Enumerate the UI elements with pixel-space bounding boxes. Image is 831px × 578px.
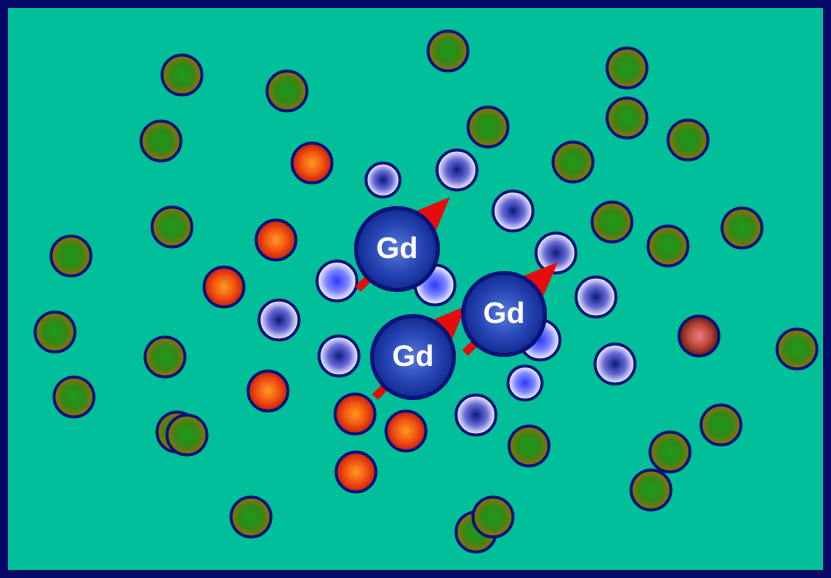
green-ion bbox=[648, 430, 692, 474]
pink-ion bbox=[677, 314, 721, 358]
green-ion bbox=[507, 424, 551, 468]
green-ion bbox=[605, 46, 649, 90]
orange-ion bbox=[333, 392, 377, 436]
blue-ion bbox=[593, 342, 637, 386]
green-ion bbox=[646, 224, 690, 268]
green-ion bbox=[150, 205, 194, 249]
blue-ion bbox=[574, 275, 618, 319]
green-ion bbox=[265, 69, 309, 113]
green-ion bbox=[471, 495, 515, 539]
orange-ion bbox=[246, 369, 290, 413]
orange-ion bbox=[254, 218, 298, 262]
green-ion bbox=[143, 335, 187, 379]
green-ion bbox=[165, 413, 209, 457]
gd-atom-layer bbox=[354, 206, 547, 400]
green-ion bbox=[629, 468, 673, 512]
blue-ion bbox=[491, 189, 535, 233]
green-ion bbox=[666, 118, 710, 162]
green-ion bbox=[720, 206, 764, 250]
green-ion bbox=[699, 403, 743, 447]
blue-ion bbox=[435, 148, 479, 192]
orange-ion bbox=[290, 141, 334, 185]
gd-atom bbox=[370, 314, 456, 400]
orange-ion bbox=[384, 409, 428, 453]
green-ion bbox=[590, 200, 634, 244]
blue-ion bbox=[317, 334, 361, 378]
gd-atom bbox=[461, 271, 547, 357]
green-ion bbox=[52, 375, 96, 419]
blue-ion bbox=[364, 161, 402, 199]
light-blue-ion bbox=[315, 259, 359, 303]
green-ion bbox=[139, 119, 183, 163]
orange-ion bbox=[202, 265, 246, 309]
green-ion bbox=[160, 53, 204, 97]
blue-ion bbox=[534, 231, 578, 275]
blue-ion bbox=[454, 393, 498, 437]
orange-ion bbox=[334, 450, 378, 494]
green-ion bbox=[466, 105, 510, 149]
green-ion bbox=[775, 327, 819, 371]
green-ion bbox=[49, 234, 93, 278]
green-ion bbox=[426, 29, 470, 73]
green-ion bbox=[33, 310, 77, 354]
ion-layer bbox=[33, 29, 819, 554]
blue-ion bbox=[257, 298, 301, 342]
gd-atom bbox=[354, 206, 440, 292]
light-blue-ion bbox=[506, 364, 544, 402]
green-ion bbox=[605, 96, 649, 140]
green-ion bbox=[229, 495, 273, 539]
green-ion bbox=[551, 140, 595, 184]
